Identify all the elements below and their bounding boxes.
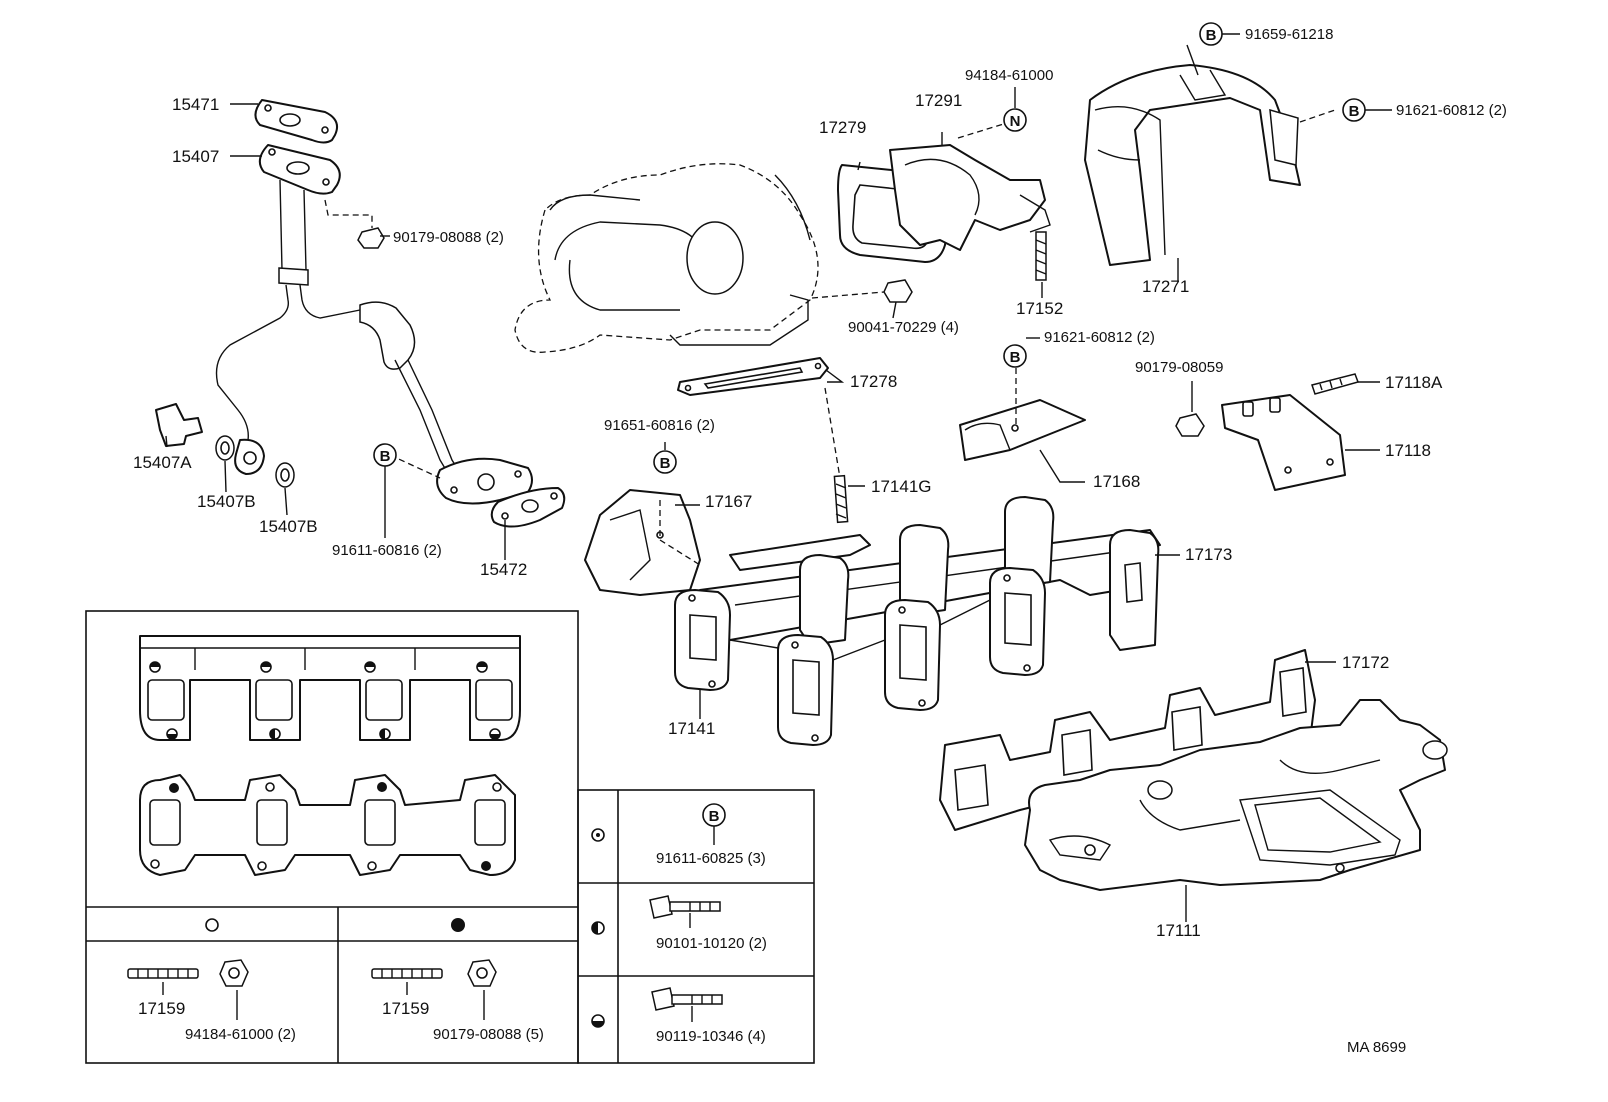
legend-bolt-b-label: 91611-60825 (3) [656, 850, 766, 867]
bracket-17118 [1175, 373, 1359, 491]
label-17118: 17118 [1385, 441, 1431, 460]
stud-17152 [1035, 231, 1047, 281]
bracket-17168 [959, 368, 1086, 461]
label-17173: 17173 [1185, 545, 1232, 564]
label-91659-61218: 91659-61218 [1245, 26, 1333, 43]
label-15407B-a: 15407B [197, 492, 256, 511]
label-17141G: 17141G [871, 477, 932, 496]
nut-90041-70229 [883, 279, 913, 303]
marker-b-4: B [653, 450, 677, 474]
label-17279: 17279 [819, 118, 866, 137]
legend-right-nut: 90179-08088 (5) [433, 1026, 544, 1043]
elbow-17291 [889, 144, 1046, 251]
label-91621-60812-top: 91621-60812 (2) [1396, 102, 1507, 119]
label-17291: 17291 [915, 91, 962, 110]
legend-left-fasteners: 17159 94184-61000 (2) [127, 959, 296, 1043]
manifold-gasket-17141 [674, 567, 1046, 746]
label-17172: 17172 [1342, 653, 1389, 672]
legend-insulator-view [139, 635, 521, 741]
turbo-gasket-17278 [677, 279, 913, 524]
label-91651-60816: 91651-60816 (2) [604, 417, 715, 434]
legend-bolt-b: B 91611-60825 (3) [656, 803, 766, 867]
label-90041-70229: 90041-70229 (4) [848, 319, 959, 336]
marker-b-3: B [1003, 344, 1027, 368]
legend-bolt-bottom: 90119-10346 (4) [651, 987, 766, 1045]
label-17168: 17168 [1093, 472, 1140, 491]
union-bolt-15407A [155, 403, 203, 447]
legend-solid-circle-symbol [451, 918, 465, 932]
oil-pipe-assembly [155, 99, 566, 528]
legend-right-fasteners: 17159 90179-08088 (5) [371, 959, 544, 1043]
legend-bolt-bottom-label: 90119-10346 (4) [656, 1028, 766, 1045]
label-17141: 17141 [668, 719, 715, 738]
label-15407A: 15407A [133, 453, 192, 472]
label-94184-61000: 94184-61000 [965, 67, 1053, 84]
exhaust-manifold-17111 [1024, 699, 1448, 891]
marker-n: N [1003, 108, 1027, 132]
label-90179-08088: 90179-08088 (2) [393, 229, 504, 246]
marker-b-2: B [1342, 98, 1366, 122]
legend-bolt-half: 90101-10120 (2) [649, 895, 767, 952]
legend-open-circle-symbol [205, 918, 219, 932]
svg-text:B: B [380, 448, 391, 465]
part-labels: 15471 15407 90179-08088 (2) 15407A 15407… [133, 26, 1507, 940]
marker-b-5: B [373, 443, 397, 467]
label-17167: 17167 [705, 492, 752, 511]
svg-text:B: B [1206, 27, 1217, 44]
svg-text:N: N [1010, 113, 1021, 130]
label-17152: 17152 [1016, 299, 1063, 318]
bolt-legend: B 91611-60825 (3) 90101-10120 (2) 90119-… [577, 789, 815, 1064]
port-1 [674, 589, 731, 691]
label-17118A: 17118A [1385, 373, 1443, 392]
label-17271: 17271 [1142, 277, 1189, 296]
leader-lines [165, 33, 1392, 922]
bracket-17167 [584, 489, 701, 596]
legend-gasket-view [139, 774, 516, 876]
label-90179-08059: 90179-08059 [1135, 359, 1223, 376]
marker-b-1: B [1199, 22, 1223, 46]
legend-bolt-half-label: 90101-10120 (2) [656, 935, 767, 952]
turbocharger-outline [514, 163, 819, 353]
legend-left-stud: 17159 [138, 999, 185, 1018]
label-91621-60812-mid: 91621-60812 (2) [1044, 329, 1155, 346]
nut-90179-08088 [357, 227, 385, 249]
label-15407B-b: 15407B [259, 517, 318, 536]
legend-right-stud: 17159 [382, 999, 429, 1018]
label-17111: 17111 [1156, 921, 1201, 940]
port-4 [989, 567, 1046, 676]
label-91611-60816: 91611-60816 (2) [332, 542, 442, 559]
svg-text:B: B [1010, 349, 1021, 366]
svg-text:B: B [709, 808, 720, 825]
manifold-insulator-17173 [699, 496, 1161, 651]
port-3 [884, 599, 941, 711]
nut-90179-08059 [1175, 413, 1205, 437]
label-17278: 17278 [850, 372, 897, 391]
stud-17118A [1311, 373, 1359, 395]
port-2 [777, 634, 834, 746]
fastener-legend: 17159 94184-61000 (2) 17159 90179-08088 … [85, 610, 579, 1064]
label-15407: 15407 [172, 147, 219, 166]
diagram-code: MA 8699 [1347, 1039, 1406, 1056]
label-15472: 15472 [480, 560, 527, 579]
label-15471: 15471 [172, 95, 219, 114]
turbine-outlet-elbow [837, 121, 1051, 281]
svg-text:B: B [1349, 103, 1360, 120]
svg-text:B: B [660, 455, 671, 472]
legend-left-nut: 94184-61000 (2) [185, 1026, 296, 1043]
heat-insulator-17271 [1084, 64, 1336, 266]
